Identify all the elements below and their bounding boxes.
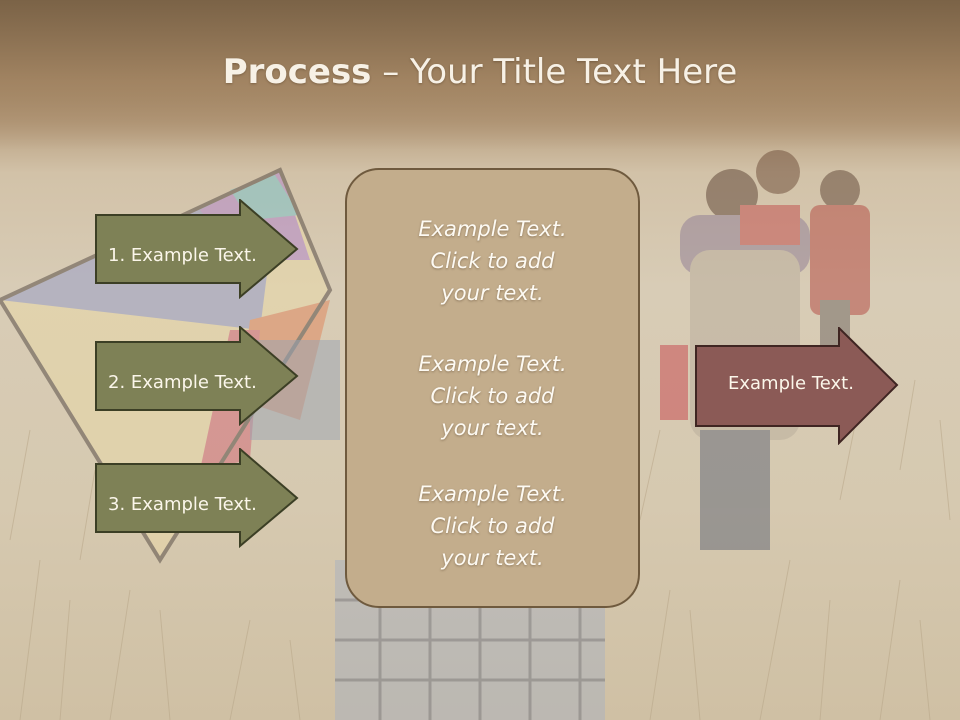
arrow-shape [695, 325, 899, 446]
title-rest: – Your Title Text Here [371, 52, 738, 92]
family-figures [660, 150, 870, 550]
text-line: Click to add [430, 384, 555, 408]
text-line: Example Text. [418, 352, 567, 376]
arrow-label: Example Text. [728, 373, 854, 394]
text-block-1: Example Text. Click to add your text. [347, 213, 638, 309]
text-line: your text. [441, 546, 544, 570]
grass-texture [9, 379, 951, 720]
arrow-label: 1. Example Text. [108, 245, 257, 266]
text-line: your text. [441, 416, 544, 440]
process-arrow-3[interactable]: 3. Example Text. [95, 446, 300, 549]
result-arrow[interactable]: Example Text. [695, 325, 900, 446]
center-text-box[interactable]: Example Text. Click to add your text. Ex… [345, 168, 640, 608]
process-arrow-2[interactable]: 2. Example Text. [95, 324, 300, 427]
title-bold: Process [222, 52, 372, 92]
arrow-label: 3. Example Text. [108, 494, 257, 515]
arrow-label: 2. Example Text. [108, 372, 257, 393]
arrow-shape [95, 197, 299, 300]
title-band [0, 0, 960, 150]
text-line: Click to add [430, 514, 555, 538]
text-block-2: Example Text. Click to add your text. [347, 348, 638, 444]
arrow-shape [95, 324, 299, 427]
process-arrow-1[interactable]: 1. Example Text. [95, 197, 300, 300]
text-line: Example Text. [418, 217, 567, 241]
text-line: Example Text. [418, 482, 567, 506]
text-block-3: Example Text. Click to add your text. [347, 478, 638, 574]
text-line: your text. [441, 281, 544, 305]
arrow-shape [95, 446, 299, 549]
slide-title[interactable]: Process – Your Title Text Here [0, 52, 960, 92]
text-line: Click to add [430, 249, 555, 273]
